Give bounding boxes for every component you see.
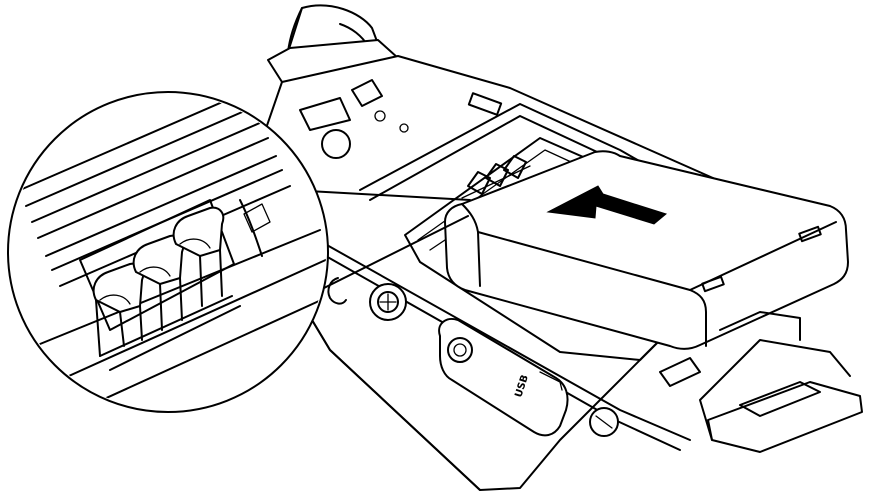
magnified-contacts (92, 206, 241, 371)
mic-connector-icon (327, 277, 347, 305)
battery-pack (444, 150, 849, 350)
side-controls (327, 277, 619, 437)
magnified-detail (7, 91, 329, 413)
battery-contacts (461, 155, 531, 199)
usb-port-cover: USB (438, 318, 569, 437)
callout-lines (289, 189, 471, 301)
battery-latch (659, 311, 863, 453)
insert-direction-arrow (546, 185, 668, 225)
